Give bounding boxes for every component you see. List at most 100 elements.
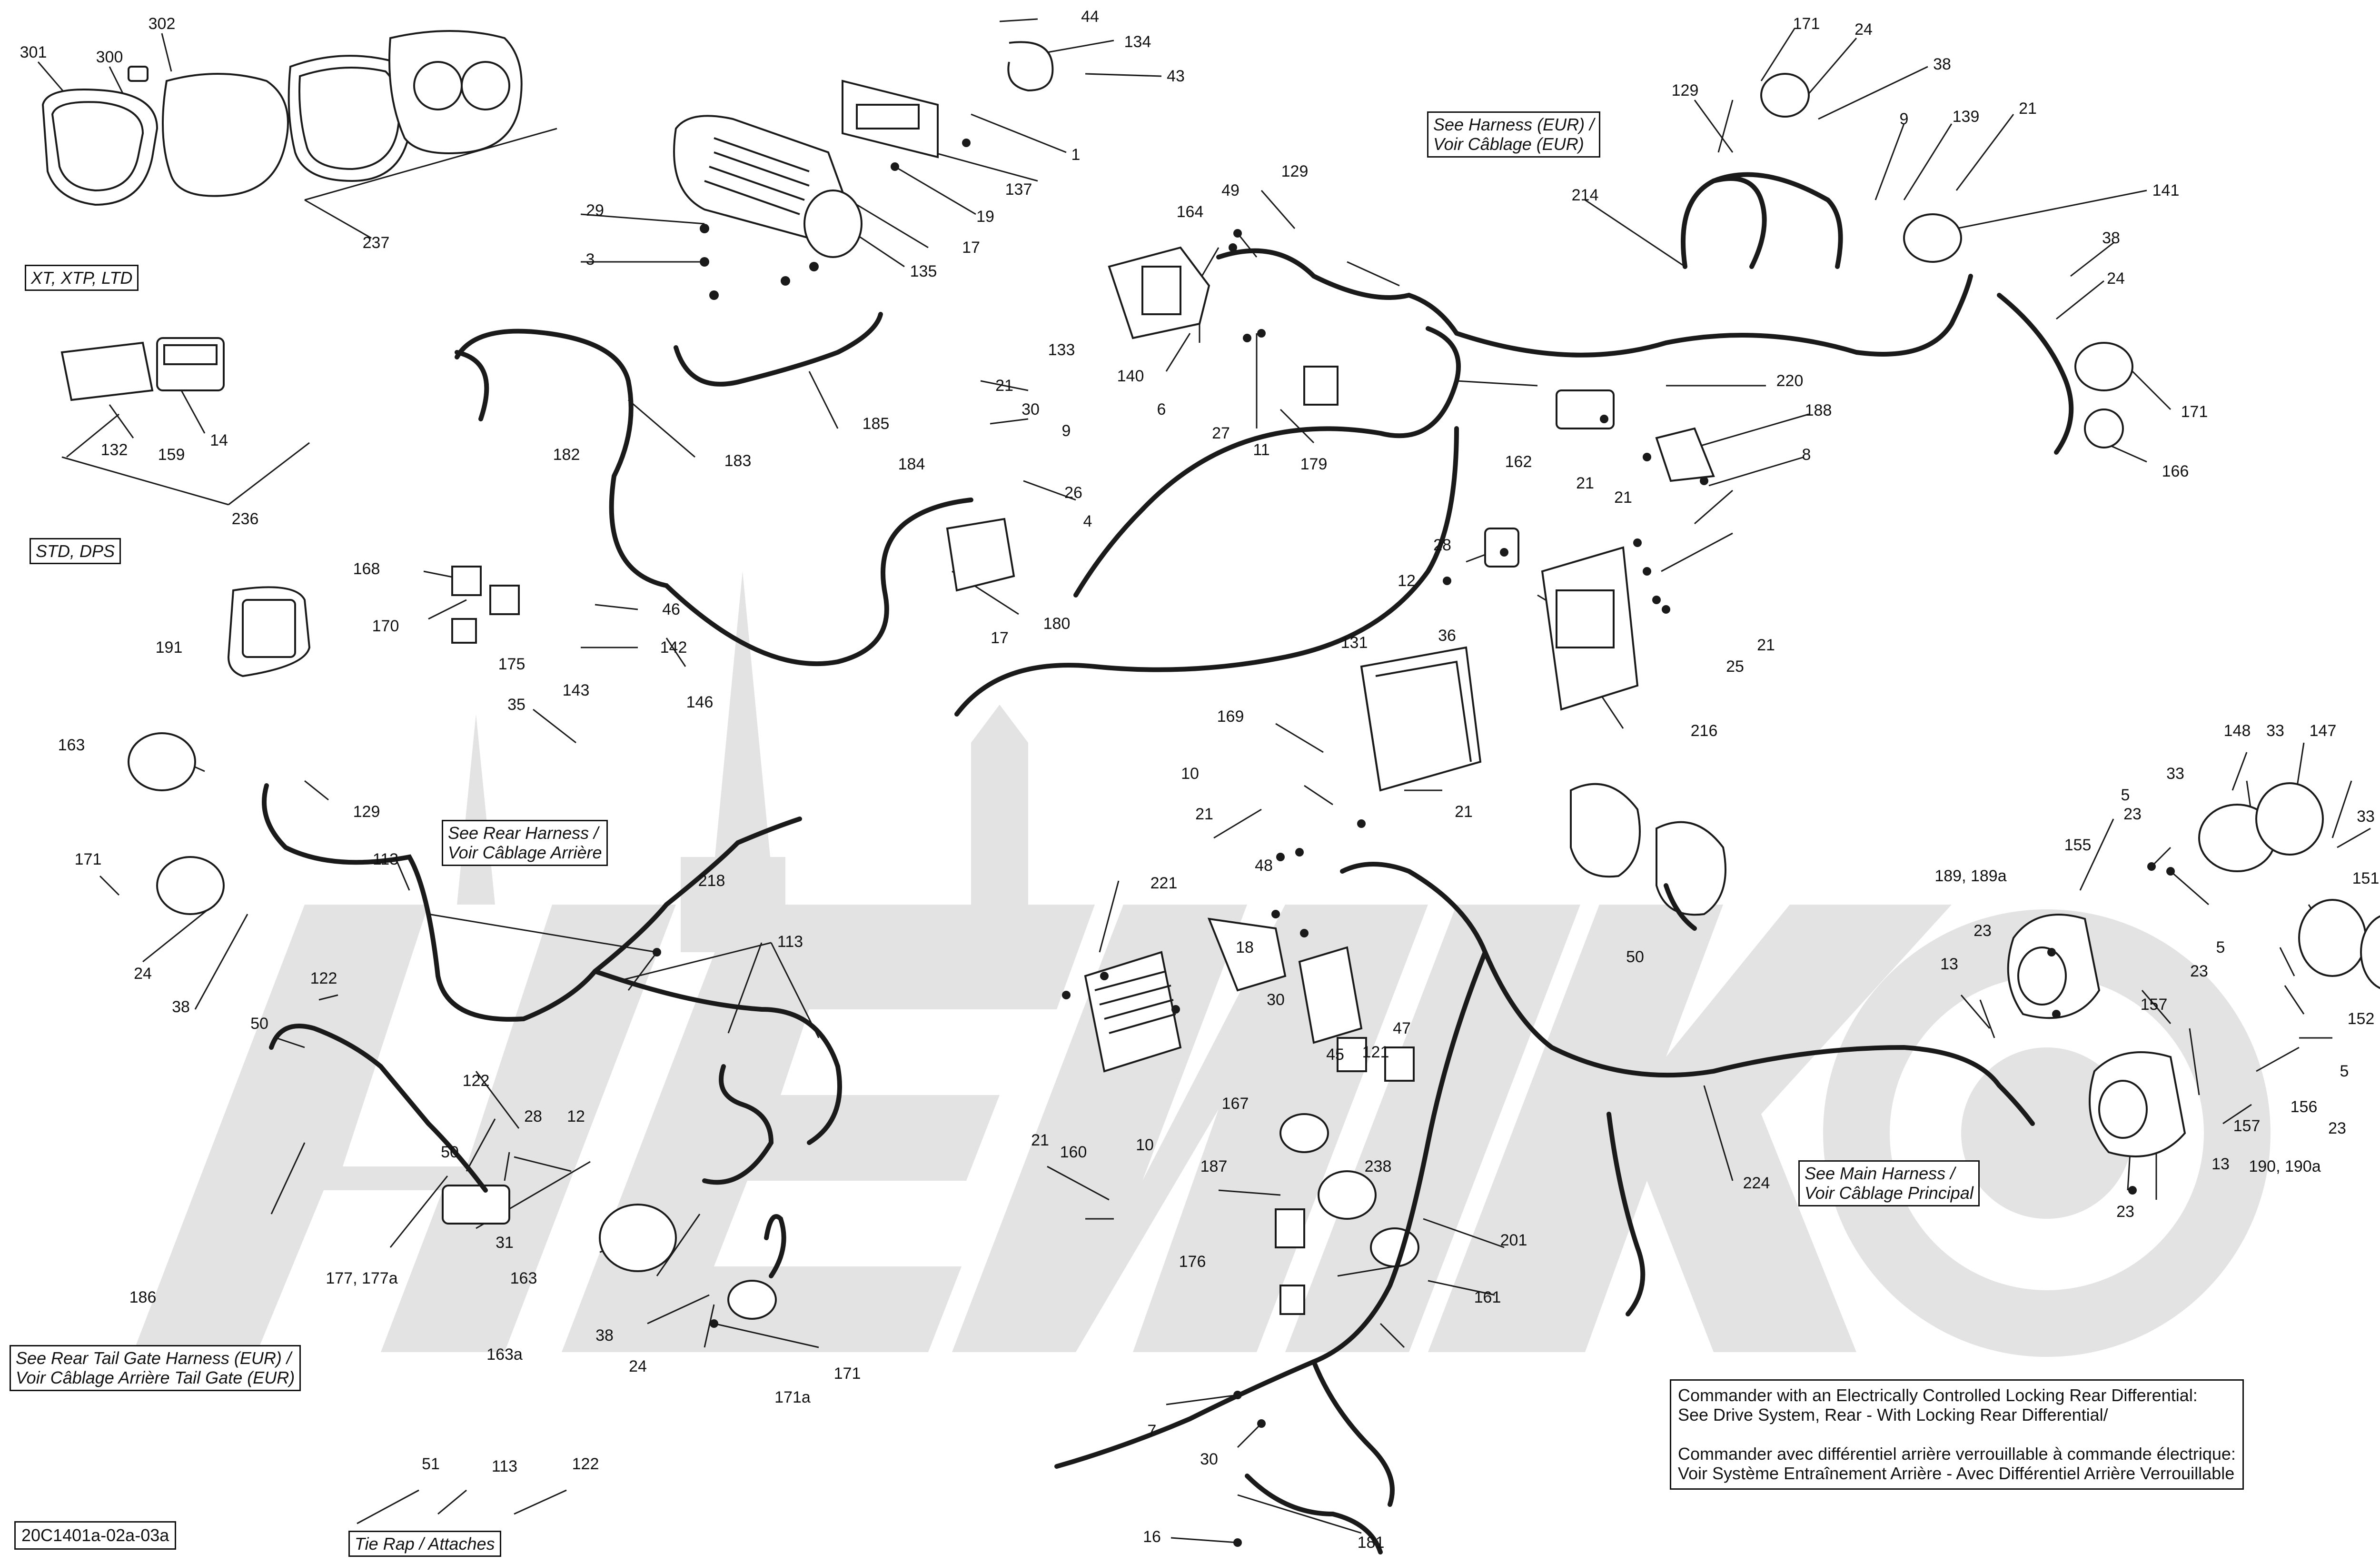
- callout-label: 133: [1048, 341, 1075, 359]
- callout-label: 9: [1899, 110, 1909, 128]
- callout-label: 13: [2211, 1155, 2230, 1173]
- callout-label: 163: [510, 1269, 537, 1287]
- fasteners: [653, 139, 2175, 1547]
- callout-label: 17: [962, 239, 980, 257]
- callout-label: 236: [231, 510, 259, 528]
- callout-label: 113: [777, 933, 803, 951]
- callout-label: 51: [422, 1455, 440, 1473]
- callout-label: 21: [1455, 803, 1473, 821]
- callout-label: 152: [2347, 1010, 2375, 1028]
- callout-label: 171: [1793, 15, 1820, 33]
- callout-label: 151: [2352, 869, 2380, 887]
- callout-label: 134: [1124, 33, 1151, 51]
- reference-line: Voir Câblage Principal: [1805, 1183, 1973, 1203]
- callout-label: 43: [1167, 67, 1185, 85]
- callout-label: 181: [1357, 1534, 1385, 1552]
- callout-label: 147: [2309, 722, 2337, 740]
- callout-label: 224: [1743, 1174, 1770, 1192]
- callout-label: 175: [498, 655, 526, 673]
- callout-label: 3: [585, 250, 595, 269]
- callout-label: 10: [1136, 1136, 1154, 1154]
- callout-label: 38: [172, 998, 190, 1016]
- note-line: Commander with an Electrically Controlle…: [1678, 1385, 2198, 1405]
- callout-label: 33: [2166, 765, 2184, 783]
- reference-line: See Harness (EUR) /: [1433, 115, 1595, 134]
- callout-label: 191: [155, 638, 183, 657]
- callout-label: 21: [1195, 805, 1213, 823]
- callout-label: 143: [562, 681, 590, 699]
- callout-label: 24: [629, 1357, 647, 1375]
- variant-box-xt: XT, XTP, LTD: [25, 265, 139, 291]
- callout-label: 139: [1952, 108, 1980, 126]
- note-line: See Drive System, Rear - With Locking Re…: [1678, 1405, 2108, 1425]
- callout-label: 1: [1071, 146, 1081, 164]
- callout-label: 35: [507, 696, 526, 714]
- callout-label: 23: [2190, 962, 2208, 980]
- callout-label: 23: [2328, 1119, 2346, 1137]
- callout-label: 38: [2102, 229, 2120, 247]
- callout-label: 188: [1805, 401, 1832, 419]
- callout-label: 171a: [774, 1388, 811, 1406]
- callout-label: 180: [1043, 615, 1071, 633]
- callout-label: 33: [2266, 722, 2284, 740]
- callout-label: 167: [1221, 1095, 1249, 1113]
- callout-label: 7: [1147, 1422, 1157, 1440]
- callout-label: 155: [2064, 836, 2092, 854]
- parts: [41, 30, 2380, 1320]
- callout-label: 190, 190a: [2249, 1157, 2321, 1175]
- callout-label: 129: [1671, 81, 1699, 100]
- callout-label: 161: [1474, 1288, 1501, 1306]
- callout-label: 21: [1031, 1131, 1049, 1149]
- callout-label: 12: [1398, 572, 1416, 590]
- locking-differential-note: Commander with an Electrically Controlle…: [1670, 1379, 2244, 1490]
- callout-label: 187: [1200, 1157, 1228, 1175]
- callout-label: 122: [572, 1455, 599, 1473]
- callout-label: 18: [1236, 938, 1254, 956]
- callout-label: 129: [353, 803, 380, 821]
- reference-line: See Rear Tail Gate Harness (EUR) /: [16, 1348, 291, 1368]
- callout-label: 50: [441, 1143, 459, 1161]
- reference-line: See Main Harness /: [1805, 1164, 1955, 1183]
- callout-label: 135: [910, 262, 937, 280]
- callout-label: 38: [1933, 55, 1951, 73]
- callout-label: 113: [491, 1457, 518, 1475]
- callout-label: 28: [1433, 536, 1451, 554]
- note-line: Commander avec différentiel arrière verr…: [1678, 1444, 2236, 1464]
- callout-label: 182: [553, 446, 580, 464]
- callout-label: 159: [158, 446, 185, 464]
- callout-label: 142: [660, 638, 687, 657]
- callout-label: 45: [1326, 1046, 1344, 1064]
- callout-label: 186: [129, 1288, 157, 1306]
- callout-label: 44: [1081, 8, 1099, 26]
- callout-label: 163: [58, 736, 85, 754]
- callout-label: 21: [2019, 100, 2037, 118]
- callout-label: 11: [1253, 441, 1270, 459]
- callout-label: 302: [148, 15, 176, 33]
- callout-label: 113: [372, 850, 399, 868]
- callout-label: 4: [1083, 512, 1092, 530]
- callout-label: 156: [2290, 1098, 2318, 1116]
- callout-label: 189, 189a: [1934, 867, 2007, 885]
- callout-label: 30: [1200, 1450, 1218, 1468]
- variant-box-std: STD, DPS: [30, 538, 121, 565]
- callout-label: 166: [2162, 462, 2189, 480]
- reference-main-harness: See Main Harness / Voir Câblage Principa…: [1798, 1160, 1980, 1206]
- callout-label: 170: [372, 617, 399, 635]
- reference-tail-gate: See Rear Tail Gate Harness (EUR) / Voir …: [10, 1345, 301, 1391]
- reference-line: Voir Câblage (EUR): [1433, 134, 1584, 154]
- callout-label: 23: [2123, 805, 2142, 823]
- callout-label: 50: [1626, 948, 1644, 966]
- callout-label: 157: [2140, 996, 2168, 1014]
- diagram-code: 20C1401a-02a-03a: [14, 1521, 177, 1550]
- callout-label: 24: [1854, 20, 1873, 39]
- callout-label: 122: [310, 969, 337, 987]
- callout-label: 140: [1117, 367, 1144, 385]
- callout-label: 132: [100, 441, 128, 459]
- callout-label: 171: [833, 1365, 861, 1383]
- callout-label: 185: [862, 415, 890, 433]
- callout-label: 164: [1176, 203, 1204, 221]
- reference-rear-harness: See Rear Harness / Voir Câblage Arrière: [442, 820, 608, 866]
- callout-label: 46: [662, 600, 680, 618]
- callout-label: 162: [1505, 453, 1532, 471]
